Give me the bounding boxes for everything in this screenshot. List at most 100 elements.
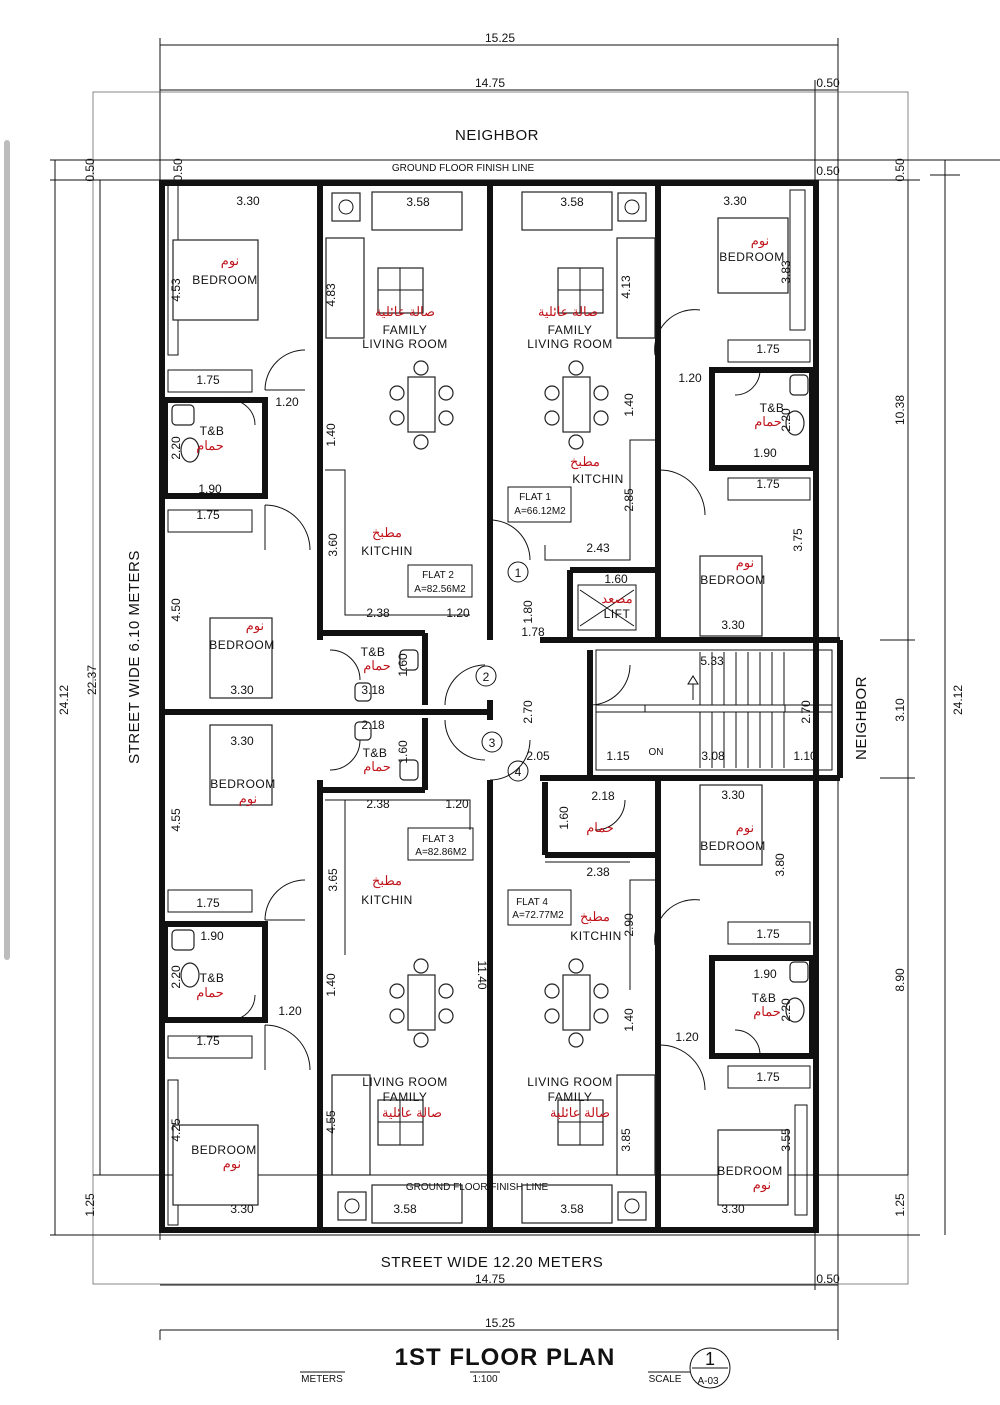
dim-fl4-kit-h: 2.90 xyxy=(622,913,636,937)
dim-w-ward2: 1.75 xyxy=(196,508,220,522)
se-bedroom-en: BEDROOM xyxy=(700,839,766,853)
beds xyxy=(172,217,789,1206)
w-bedroom3-en: BEDROOM xyxy=(210,777,276,791)
dim-fl1-din-h: 1.40 xyxy=(622,393,636,417)
fl2-kitchen-ar: مطبخ xyxy=(372,525,402,541)
dim-fl4-liv-h: 3.85 xyxy=(619,1128,633,1152)
nw-tb-ar: حمام xyxy=(196,438,224,454)
e-bedroom2-ar: نوم xyxy=(736,555,754,571)
ne-bedroom-ar: نوم xyxy=(751,233,769,249)
dim-fl4-door: 1.20 xyxy=(675,1030,699,1044)
sheet-ref: A-03 xyxy=(697,1376,719,1387)
dim-w-bed2-h: 4.50 xyxy=(169,598,183,622)
dim-fl3-sofa: 3.58 xyxy=(393,1202,417,1216)
se-bedroom2-ar: نوم xyxy=(753,1177,771,1193)
dim-w-tb3-h: 2.20 xyxy=(169,965,183,989)
living-furniture xyxy=(325,191,656,1224)
dim-stair-a: 1.15 xyxy=(606,749,630,763)
dim-fl2-sofa: 3.58 xyxy=(406,195,430,209)
dim-w-bed2-w: 3.30 xyxy=(230,683,254,697)
dim-se-bed-h: 3.80 xyxy=(773,853,787,877)
dim-fl2-din-h: 1.40 xyxy=(324,423,338,447)
w-tb2-en: T&B xyxy=(200,971,225,985)
ne-tb-en: T&B xyxy=(760,401,785,415)
dim-se-bed2-w: 3.30 xyxy=(721,1202,745,1216)
staircase[interactable] xyxy=(595,649,833,771)
door-marker-2: 2 xyxy=(483,670,490,684)
dim-lift-h: 1.80 xyxy=(521,600,535,624)
scale-ratio: 1:100 xyxy=(472,1374,497,1385)
dim-ne-bed2-w: 3.30 xyxy=(721,618,745,632)
w-bedroom2-en: BEDROOM xyxy=(209,638,275,652)
dim-right-lower: 8.90 xyxy=(893,968,907,992)
dim-left-top: 0.50 xyxy=(83,158,97,182)
fl2-kitchen-en: KITCHIN xyxy=(361,544,413,558)
neighbor-right-label: NEIGHBOR xyxy=(853,676,870,760)
flat-4-area: A=72.77M2 xyxy=(512,910,564,921)
e-bedroom2-en: BEDROOM xyxy=(700,573,766,587)
sw-bedroom-en: BEDROOM xyxy=(191,1143,257,1157)
dim-fl1-living-h: 4.13 xyxy=(619,275,633,299)
units-label: METERS xyxy=(301,1374,343,1385)
sw-bedroom-ar: نوم xyxy=(223,1156,241,1172)
flat-2-name: FLAT 2 xyxy=(422,570,454,581)
dim-right-bottom: 1.25 xyxy=(893,1193,907,1217)
dim-top-outer: 15.25 xyxy=(485,31,515,45)
fl2-family-line2: LIVING ROOM xyxy=(362,337,448,351)
dim-ne-ward2: 1.75 xyxy=(756,477,780,491)
sheet-number: 1 xyxy=(705,1349,715,1369)
dim-bottom-inner: 14.75 xyxy=(475,1272,505,1286)
dim-w-tb3-w: 1.90 xyxy=(200,929,224,943)
dim-stair-w: 5.33 xyxy=(700,654,724,668)
fl3-tb-ar: حمام xyxy=(363,759,391,775)
dim-stair-h: 2.70 xyxy=(799,700,813,724)
drawing-title: 1ST FLOOR PLAN xyxy=(395,1344,616,1371)
dim-top-inner: 14.75 xyxy=(475,76,505,90)
dim-lift-w: 1.60 xyxy=(604,572,628,586)
fl3-living-line2: FAMILY xyxy=(383,1090,428,1104)
flat-3-name: FLAT 3 xyxy=(422,834,454,845)
dim-fl4-sofa: 3.58 xyxy=(560,1202,584,1216)
dim-fl3-total-h: 11.40 xyxy=(475,960,489,989)
se-bedroom2-en: BEDROOM xyxy=(717,1164,783,1178)
fl4-living-line1: LIVING ROOM xyxy=(527,1075,613,1089)
dim-top-right-offset2: 0.50 xyxy=(816,164,840,178)
dim-fl1-kit-h: 2.85 xyxy=(622,488,636,512)
neighbor-top-label: NEIGHBOR xyxy=(455,127,539,144)
door-marker-1: 1 xyxy=(515,566,522,580)
dim-right-outer: 24.12 xyxy=(951,685,965,715)
dim-top-right-offset: 0.50 xyxy=(816,76,840,90)
door-markers xyxy=(475,561,529,782)
dim-se-ward: 1.75 xyxy=(756,927,780,941)
fl4-kitchen-ar: مطبخ xyxy=(580,909,610,925)
dim-nw-tb-w: 1.90 xyxy=(198,482,222,496)
dim-left-bottom: 1.25 xyxy=(83,1193,97,1217)
dim-w-ward4: 1.75 xyxy=(196,1034,220,1048)
lift-ar: مصعد xyxy=(601,591,632,606)
room-dimensions: 3.30 4.53 1.75 1.20 2.20 1.90 1.75 4.50 … xyxy=(169,194,817,1216)
dim-ne-tb-w: 1.90 xyxy=(753,446,777,460)
ground-line-bottom-label: GROUND FLOOR FINISH LINE xyxy=(406,1182,549,1193)
fl1-kitchen-en: KITCHIN xyxy=(572,472,624,486)
dining-tables xyxy=(389,360,609,1048)
dim-right-top: 0.50 xyxy=(893,158,907,182)
ne-tb-ar: حمام xyxy=(754,414,782,430)
flat-boxes xyxy=(407,486,572,926)
dim-left-inner: 22.37 xyxy=(85,665,99,695)
dim-ne-door: 1.20 xyxy=(678,371,702,385)
nw-bedroom-en: BEDROOM xyxy=(192,273,258,287)
stair-on-label: ON xyxy=(649,747,664,758)
dim-stair-c: 1.10 xyxy=(793,749,817,763)
dim-ne-bed2-h: 3.75 xyxy=(791,528,805,552)
sanitary-fixtures xyxy=(171,374,809,1023)
ground-line-top-label: GROUND FLOOR FINISH LINE xyxy=(392,163,535,174)
fl3-kitchen-ar: مطبخ xyxy=(372,873,402,889)
dim-corr-h: 2.70 xyxy=(521,700,535,724)
scrollbar[interactable] xyxy=(4,140,10,960)
door-marker-3: 3 xyxy=(489,736,496,750)
dim-nw-tb-h: 2.20 xyxy=(169,436,183,460)
dim-ne-ward: 1.75 xyxy=(756,342,780,356)
lift[interactable] xyxy=(577,584,637,631)
kitchen-counters xyxy=(325,439,655,990)
